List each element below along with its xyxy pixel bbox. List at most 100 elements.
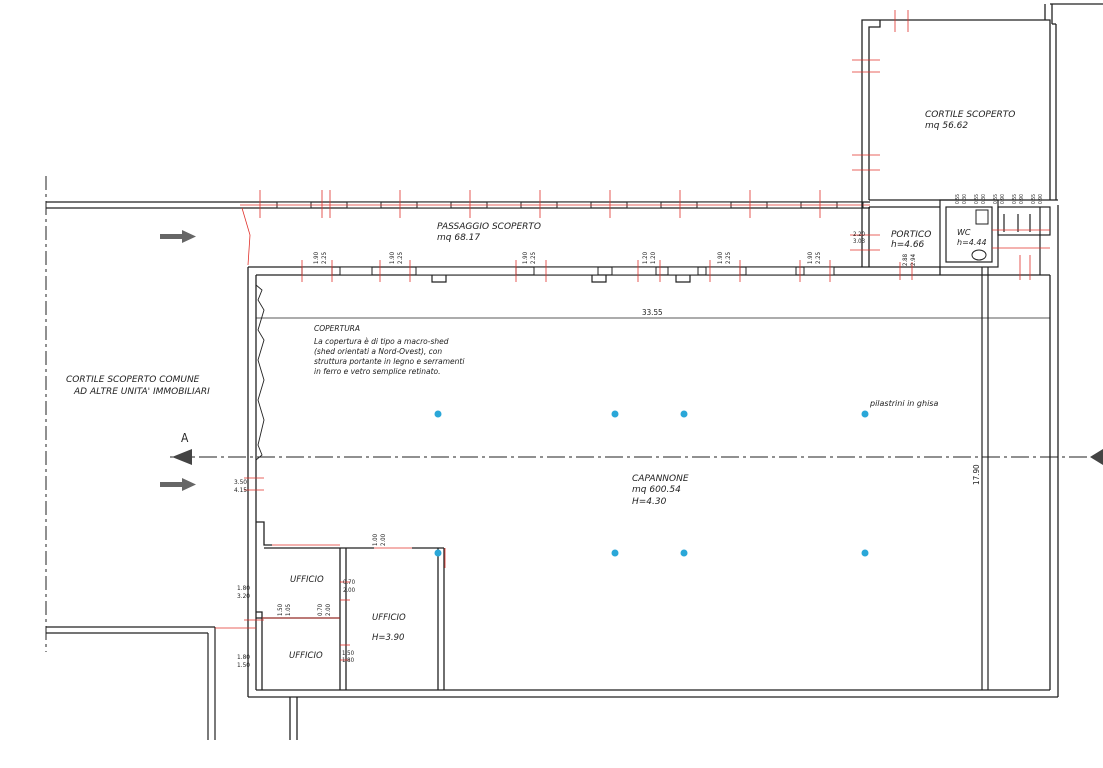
left-dim-2a: 1.80: [237, 584, 250, 592]
capannone-area: mq 600.54: [632, 485, 681, 495]
capannone-walls: [247, 199, 1059, 740]
left-dim-3a: 1.80: [237, 653, 250, 661]
section-line-a: [170, 449, 1103, 465]
copertura-line-2: (shed orientati a Nord-Ovest), con: [314, 347, 442, 356]
left-dim-1b: 4.15: [234, 486, 247, 494]
copertura-line-1: La copertura è di tipo a macro-shed: [314, 337, 449, 346]
cortile-scoperto-name: CORTILE SCOPERTO: [925, 110, 1015, 120]
passaggio-red-ticks: [240, 190, 870, 218]
wc-dim-5: 0.55: [993, 194, 999, 204]
passaggio-name: PASSAGGIO SCOPERTO: [437, 222, 541, 232]
column-8: [861, 549, 869, 557]
left-dim-1a: 3.50: [234, 478, 247, 486]
dimension-lines: [255, 275, 1051, 690]
office-dim-3b: 1.05: [285, 604, 292, 616]
entry-arrow-bottom: [160, 478, 196, 491]
left-dim-3b: 1.50: [237, 661, 250, 669]
column-6: [611, 549, 619, 557]
window-dim-3b: 2.25: [530, 252, 537, 264]
ufficio-large-height: H=3.90: [372, 633, 404, 643]
copertura-line-4: in ferro e vetro semplice retinato.: [314, 367, 441, 376]
office-dim-4b: 2.00: [325, 603, 332, 616]
left-dim-2b: 3.20: [237, 592, 250, 600]
cortile-scoperto-area: mq 56.62: [925, 121, 968, 131]
portico-height: h=4.66: [891, 240, 925, 250]
wc-block: [939, 199, 1051, 690]
window-dim-7a: 2.20: [853, 231, 866, 238]
window-dim-2a: 1.90: [389, 251, 396, 264]
copertura-line-3: struttura portante in legno e serramenti: [314, 357, 465, 366]
section-label: A: [181, 431, 189, 445]
office-red-lines: [215, 477, 446, 661]
window-dim-4b: 1.20: [650, 251, 657, 264]
window-dim-6b: 2.25: [815, 252, 822, 264]
window-dim-3a: 1.90: [522, 251, 529, 264]
column-4: [861, 410, 869, 418]
left-opening-dims: 3.50 4.15 1.80 3.20 1.80 1.50: [234, 478, 250, 669]
column-5: [434, 549, 442, 557]
window-dim-6a: 1.90: [807, 251, 814, 264]
dimension-depth: 17.90: [972, 464, 981, 485]
office-dim-1b: 2.00: [380, 533, 387, 546]
office-walls: [256, 521, 445, 690]
wc-dim-10: 0.90: [1038, 194, 1044, 204]
wc-dim-4: 0.30: [981, 194, 987, 204]
capannone-name: CAPANNONE: [632, 474, 689, 484]
portico-name: PORTICO: [891, 230, 931, 240]
west-wall-shed-profile: [255, 284, 265, 461]
column-3: [680, 410, 688, 418]
office-dim-3a: 1.50: [277, 603, 284, 616]
window-dim-8a: 2.88: [902, 253, 909, 266]
cortile-red-marks: [852, 10, 909, 171]
wc-dim-2: 0.30: [962, 194, 968, 204]
cortile-comune-outline: [45, 176, 242, 740]
window-dim-1a: 1.90: [313, 251, 320, 264]
window-dim-8b: 2.94: [910, 253, 917, 266]
office-dim-1a: 1.00: [372, 533, 379, 546]
column-2: [611, 410, 619, 418]
window-dim-2b: 2.25: [397, 252, 404, 264]
wc-dim-6: 0.90: [1000, 194, 1006, 204]
north-wall-red-ticks: [301, 260, 913, 282]
wc-red-marks: [850, 229, 1050, 280]
wc-dim-8: 0.90: [1019, 194, 1025, 204]
window-dim-1b: 2.25: [321, 252, 328, 264]
ufficio-top-name: UFFICIO: [290, 575, 324, 585]
office-dim-2b: 2.00: [343, 587, 356, 594]
wc-window-dims: 0.55 0.30 0.55 0.30 0.55 0.90 0.55 0.90 …: [955, 194, 1044, 204]
passaggio-area: mq 68.17: [437, 233, 480, 243]
office-dim-4a: 0.70: [317, 603, 324, 616]
ufficio-large-name: UFFICIO: [372, 613, 406, 623]
copertura-title: COPERTURA: [314, 324, 360, 333]
column-7: [680, 549, 688, 557]
office-opening-dims: 1.00 2.00 0.70 2.00 1.50 1.05 0.70 2.00 …: [277, 533, 387, 664]
passaggio-gate: [241, 207, 251, 266]
window-dim-4a: 1.20: [642, 251, 649, 264]
wc-dim-9: 0.55: [1031, 194, 1037, 204]
pilastrini-note: pilastrini in ghisa: [869, 399, 938, 408]
window-dim-5a: 1.90: [717, 251, 724, 264]
columns: [434, 410, 869, 557]
wc-height: h=4.44: [957, 238, 987, 247]
dimension-width: 33.55: [642, 308, 663, 317]
north-wall-pilasters: [431, 275, 691, 283]
office-dim-5b: 1.80: [342, 657, 355, 664]
north-wall-windows: [301, 266, 835, 276]
office-dim-5a: 1.50: [342, 650, 355, 657]
wc-dim-7: 0.55: [1012, 194, 1018, 204]
wc-fixtures: [971, 209, 989, 261]
cortile-scoperto-walls: [861, 3, 1103, 200]
cortile-comune-line2: AD ALTRE UNITA' IMMOBILIARI: [73, 387, 210, 397]
office-dim-2a: 0.70: [343, 579, 356, 586]
window-dims: 1.90 2.25 1.90 2.25 1.90 2.25 1.20 1.20 …: [313, 231, 917, 266]
wc-dim-3: 0.55: [974, 194, 980, 204]
entry-arrow-top: [160, 230, 196, 243]
wc-name: WC: [957, 228, 971, 237]
ufficio-bottom-name: UFFICIO: [289, 651, 323, 661]
window-dim-7b: 3.03: [853, 238, 865, 245]
cortile-comune-line1: CORTILE SCOPERTO COMUNE: [66, 375, 200, 385]
window-dim-5b: 2.25: [725, 252, 732, 264]
capannone-height: H=4.30: [632, 497, 667, 507]
column-1: [434, 410, 442, 418]
wc-dim-1: 0.55: [955, 194, 961, 204]
